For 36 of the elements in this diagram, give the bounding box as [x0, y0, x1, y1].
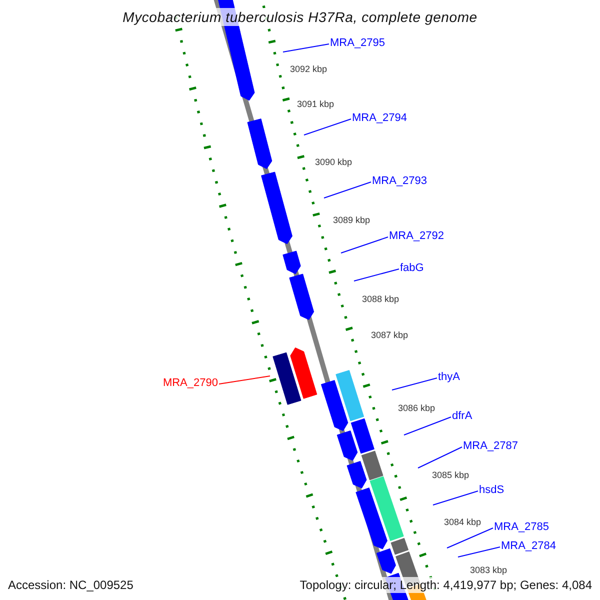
- leader-line: [446, 528, 494, 548]
- leader-line: [458, 546, 500, 558]
- gene-label: hsdS: [479, 483, 504, 497]
- position-label: 3089 kbp: [333, 215, 370, 226]
- leader-line: [340, 236, 388, 254]
- gene-label: MRA_2790: [162, 376, 218, 390]
- position-label: 3088 kbp: [362, 294, 400, 305]
- leader-line: [404, 416, 452, 436]
- position-label: 3083 kbp: [470, 565, 508, 576]
- leader-line: [432, 490, 478, 506]
- leader-line: [418, 446, 462, 468]
- leader-line: [354, 268, 400, 282]
- gene-label: thyA: [438, 370, 460, 384]
- leader-line: [282, 44, 330, 52]
- position-label: 3090 kbp: [315, 157, 352, 168]
- gene-label: MRA_2784: [501, 539, 556, 553]
- accession-text: Accession: NC_009525: [8, 577, 134, 593]
- leader-line: [324, 182, 372, 198]
- position-label: 3085 kbp: [432, 470, 470, 481]
- position-label: 3087 kbp: [371, 330, 408, 341]
- genome-info-text: Topology: circular; Length: 4,419,977 bp; Genes: 4,084: [300, 577, 592, 593]
- position-label: 3086 kbp: [398, 403, 436, 414]
- leader-line: [304, 118, 352, 136]
- leader-line: [218, 376, 270, 384]
- gene-label: MRA_2795: [330, 36, 386, 50]
- gene-label: MRA_2787: [463, 439, 518, 453]
- gene-label: MRA_2792: [389, 229, 444, 243]
- position-label: 3092 kbp: [290, 64, 328, 75]
- position-label: 3091 kbp: [297, 99, 334, 110]
- gene-label: MRA_2785: [494, 520, 550, 534]
- gene-label: MRA_2794: [352, 111, 408, 125]
- gene-label: dfrA: [452, 409, 472, 423]
- gene-label: fabG: [400, 261, 424, 275]
- leader-line: [392, 378, 438, 390]
- position-label: 3084 kbp: [444, 517, 482, 528]
- gene-label: MRA_2793: [372, 174, 428, 188]
